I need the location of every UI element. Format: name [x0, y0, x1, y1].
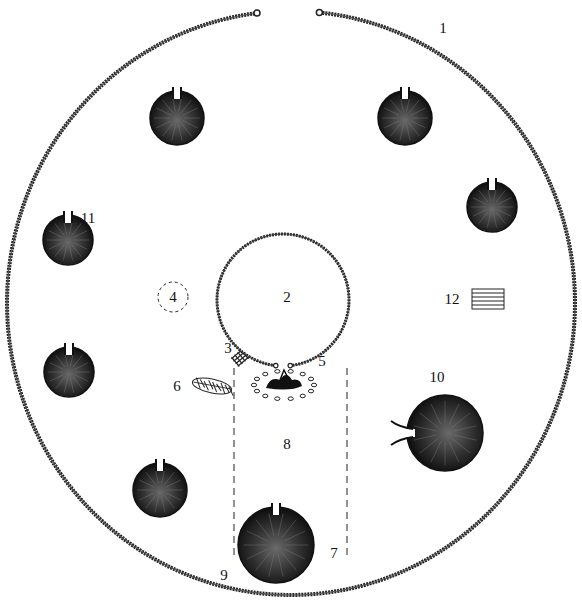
node-outline	[211, 228, 355, 372]
callout-number: 1	[437, 20, 449, 37]
callout-number: 11	[79, 210, 97, 227]
huts	[43, 87, 517, 583]
fence-core	[7, 12, 575, 595]
callout-number: 9	[218, 567, 230, 584]
dashed-boundary	[234, 368, 235, 560]
callout-number: 12	[443, 291, 462, 308]
outer-fence	[7, 9, 575, 595]
hut	[238, 503, 314, 583]
callout-number: 5	[316, 353, 328, 370]
hut	[150, 87, 204, 145]
callout-number: 10	[428, 369, 447, 386]
woodpile	[191, 375, 236, 398]
hut	[133, 459, 187, 517]
gate-post	[316, 9, 322, 15]
gate-post	[254, 10, 260, 16]
fence-line	[7, 12, 575, 595]
callout-number: 2	[283, 290, 291, 305]
cattle-kraal: 2	[211, 228, 355, 372]
hut	[378, 87, 432, 145]
drying-rack	[472, 289, 504, 309]
callout-number: 8	[281, 436, 293, 453]
hut	[467, 178, 517, 232]
callout-number: 6	[171, 378, 183, 395]
dashed-boundary	[347, 368, 348, 560]
callout-number: 7	[328, 545, 340, 562]
callout-number: 3	[222, 340, 234, 357]
hearth	[251, 370, 316, 401]
callout-number: 4	[169, 290, 177, 305]
storage-pit: 4	[152, 276, 194, 318]
hut	[391, 395, 483, 471]
hut	[44, 343, 94, 397]
